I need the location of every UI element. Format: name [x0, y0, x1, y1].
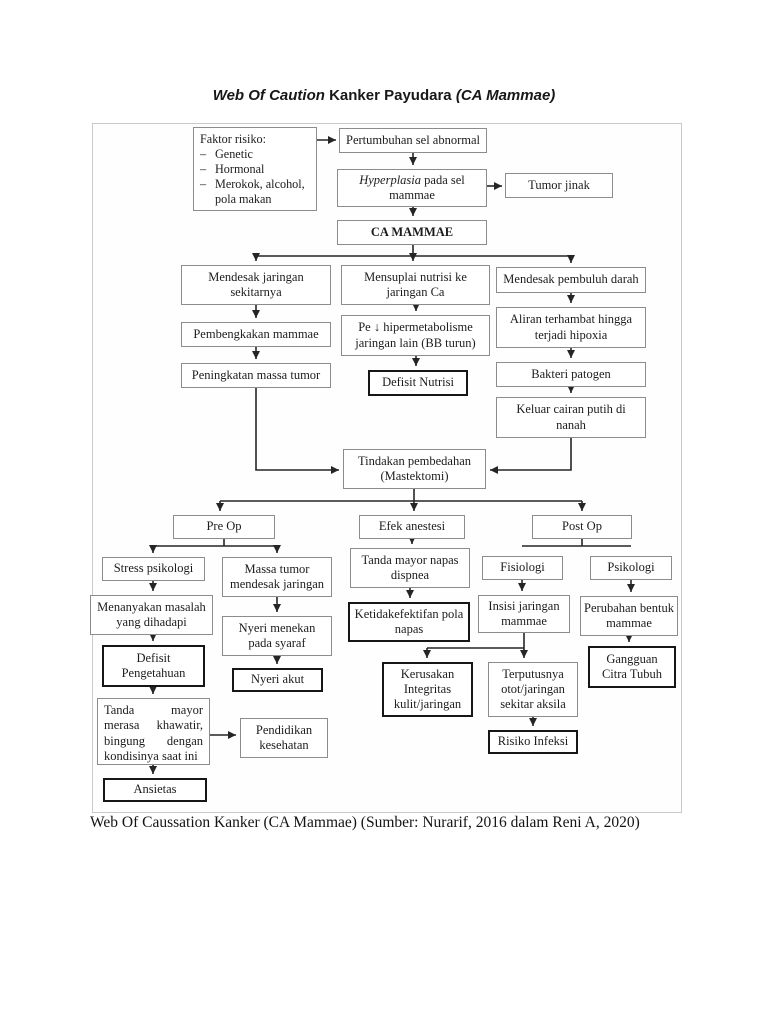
node-tumor-jinak: Tumor jinak	[505, 173, 613, 198]
diagram-title: Web Of Caution Kanker Payudara (CA Mamma…	[0, 87, 768, 104]
node-pre-op: Pre Op	[173, 515, 275, 539]
faktor-item-merokok: Merokok, alcohol, pola makan	[215, 176, 305, 206]
node-menanyakan-masalah: Menanyakan masalah yang dihadapi	[90, 595, 213, 635]
node-mendesak-pembuluh-darah: Mendesak pembuluh darah	[496, 267, 646, 293]
node-massa-tumor-mendesak: Massa tumor mendesak jaringan	[222, 557, 332, 597]
node-mendesak-jaringan: Mendesak jaringan sekitarnya	[181, 265, 331, 305]
node-nyeri-akut: Nyeri akut	[232, 668, 323, 692]
node-tindakan-pembedahan: Tindakan pembedahan (Mastektomi)	[343, 449, 486, 489]
node-mensuplai-nutrisi: Mensuplai nutrisi ke jaringan Ca	[341, 265, 490, 305]
faktor-item-genetic: Genetic	[215, 146, 253, 161]
node-pembengkakan-mammae: Pembengkakan mammae	[181, 322, 331, 347]
node-bakteri-patogen: Bakteri patogen	[496, 362, 646, 387]
node-fisiologi: Fisiologi	[482, 556, 563, 580]
node-keluar-cairan: Keluar cairan putih di nanah	[496, 397, 646, 438]
node-hyperplasia: Hyperplasia pada sel mammae	[337, 169, 487, 207]
node-tanda-mayor-khawatir: Tanda mayor merasa khawatir, bingung den…	[97, 698, 210, 765]
node-gangguan-citra-tubuh: Gangguan Citra Tubuh	[588, 646, 676, 688]
node-pertumbuhan-sel-abnormal: Pertumbuhan sel abnormal	[339, 128, 487, 153]
node-defisit-nutrisi: Defisit Nutrisi	[368, 370, 468, 396]
hyperplasia-rest: pada sel mammae	[389, 172, 465, 202]
title-part-2: Kanker Payudara	[329, 87, 452, 104]
node-stress-psikologi: Stress psikologi	[102, 557, 205, 581]
node-peningkatan-massa-tumor: Peningkatan massa tumor	[181, 363, 331, 388]
node-defisit-pengetahuan: Defisit Pengetahuan	[102, 645, 205, 687]
node-tanda-mayor-napas: Tanda mayor napas dispnea	[350, 548, 470, 588]
title-part-3: (CA Mammae)	[455, 87, 556, 104]
node-terputusnya-otot: Terputusnya otot/jaringan sekitar aksila	[488, 662, 578, 717]
figure-caption: Web Of Caussation Kanker (CA Mammae) (Su…	[90, 814, 640, 831]
node-ca-mammae: CA MAMMAE	[337, 220, 487, 245]
node-ansietas: Ansietas	[103, 778, 207, 802]
faktor-item-hormonal: Hormonal	[215, 161, 265, 176]
node-risiko-infeksi: Risiko Infeksi	[488, 730, 578, 754]
faktor-risiko-title: Faktor risiko:	[200, 132, 267, 146]
node-faktor-risiko: Faktor risiko: –Genetic –Hormonal –Merok…	[193, 127, 317, 211]
node-perubahan-bentuk: Perubahan bentuk mammae	[580, 596, 678, 636]
node-psikologi: Psikologi	[590, 556, 672, 580]
list-dash: –	[200, 176, 207, 191]
node-post-op: Post Op	[532, 515, 632, 539]
node-efek-anestesi: Efek anestesi	[359, 515, 465, 539]
hyperplasia-italic: Hyperplasia	[359, 172, 422, 187]
node-pendidikan-kesehatan: Pendidikan kesehatan	[240, 718, 328, 758]
node-kerusakan-integritas: Kerusakan Integritas kulit/jaringan	[382, 662, 473, 717]
title-part-1: Web Of Caution	[212, 87, 325, 104]
list-dash: –	[200, 146, 207, 161]
node-aliran-terhambat: Aliran terhambat hingga terjadi hipoxia	[496, 307, 646, 348]
node-insisi-jaringan: Insisi jaringan mammae	[478, 595, 570, 633]
node-ketidakefektifan-pola-napas: Ketidakefektifan pola napas	[348, 602, 470, 642]
list-dash: –	[200, 161, 207, 176]
node-nyeri-menekan: Nyeri menekan pada syaraf	[222, 616, 332, 656]
node-pe-hipermetabolisme: Pe ↓ hipermetabolisme jaringan lain (BB …	[341, 315, 490, 356]
